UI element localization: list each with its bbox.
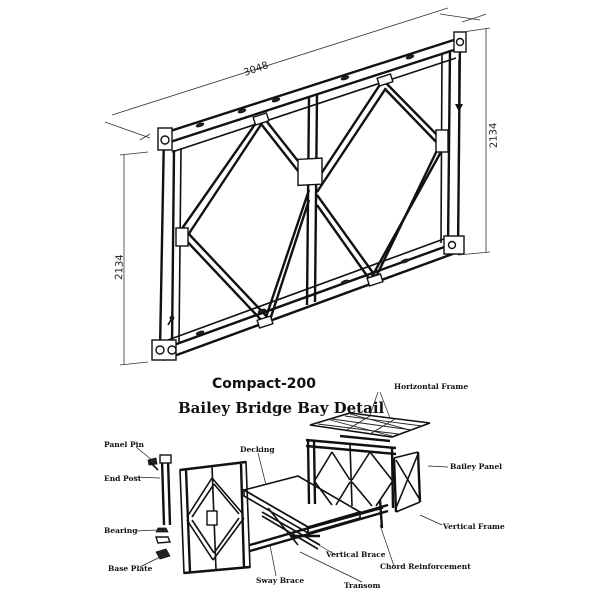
sway-brace-part	[261, 507, 321, 550]
back-panel-part	[305, 434, 397, 509]
label-bailey-panel: Bailey Panel	[450, 462, 502, 471]
dimension-height-right: 2134	[488, 122, 500, 148]
label-chord-reinforcement: Chord Reinforcement	[380, 562, 471, 571]
left-panel-part	[179, 460, 251, 575]
bailey-panel-perspective: 3048 2134 2134	[104, 7, 500, 366]
label-sway-brace: Sway Brace	[256, 576, 304, 585]
label-base-plate: Base Plate	[108, 564, 153, 573]
transom-part	[249, 503, 389, 553]
horizontal-frame-part	[309, 412, 431, 438]
label-vertical-frame: Vertical Frame	[442, 522, 505, 531]
end-lugs	[151, 31, 467, 361]
bearing-part	[155, 527, 172, 544]
label-end-post: End Post	[104, 474, 142, 483]
end-post-part	[159, 454, 172, 526]
top-chord-slots	[195, 54, 415, 336]
vertical-frame-part	[378, 451, 422, 529]
leader-lines	[133, 391, 449, 583]
label-horizontal-frame: Horizontal Frame	[394, 382, 468, 391]
drawing-title: Compact-200	[212, 376, 316, 392]
exploded-bay-drawing	[133, 391, 449, 583]
panel-pin-part	[147, 457, 159, 471]
label-vertical-brace: Vertical Brace	[325, 550, 386, 559]
base-plate-part	[155, 548, 171, 560]
dimension-length: 3048	[242, 60, 270, 79]
drawing-subtitle: Bailey Bridge Bay Detail	[178, 399, 385, 417]
label-transom: Transom	[344, 581, 381, 590]
label-bearing: Bearing	[104, 526, 138, 535]
label-panel-pin: Panel Pin	[104, 440, 144, 449]
dimension-height-left: 2134	[114, 254, 126, 280]
label-decking: Decking	[240, 445, 275, 454]
dimension-lines	[104, 7, 491, 366]
